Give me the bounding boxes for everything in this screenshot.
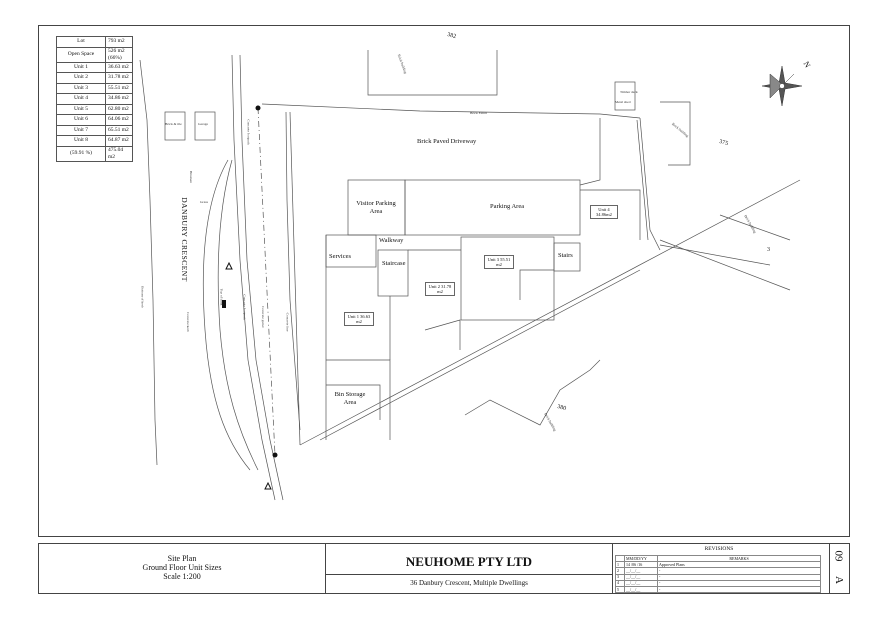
sheet-size: A	[832, 576, 845, 584]
walkway-label: Walkway	[379, 237, 404, 244]
area-label: Lot	[56, 36, 106, 48]
unit-4-tag: Unit 4 34.86m2	[590, 205, 618, 219]
stairs-label: Stairs	[558, 252, 573, 259]
staircase-label: Staircase	[382, 260, 406, 267]
drawing-title-cell: Site Plan Ground Floor Unit Sizes Scale …	[39, 544, 326, 593]
area-label: Unit 3	[56, 82, 106, 94]
diagonal-boundary-line	[299, 179, 801, 446]
revisions-title: REVISIONS	[704, 546, 734, 552]
unit-1-tag: Unit 1 36.63 m2	[344, 312, 374, 326]
company-name: NEUHOME PTY LTD	[405, 554, 533, 569]
annotation-label: Top of bank	[219, 288, 224, 306]
drawing-frame	[38, 25, 850, 537]
bin-storage-label: Bin Storage Area	[334, 391, 366, 406]
services-label: Services	[329, 253, 352, 260]
revision-no: 5	[615, 585, 625, 594]
drawing-title: Site Plan	[167, 554, 197, 563]
area-label: Unit 5	[56, 103, 106, 115]
revision-date: __/__/__	[624, 585, 658, 594]
annotation-label: Brick Fence	[470, 111, 488, 115]
area-value: 793 m2	[105, 36, 133, 48]
area-label: Unit 8	[56, 135, 106, 147]
neighbor-lot-outline	[464, 359, 601, 426]
area-label: Open Space	[56, 46, 106, 63]
diagonal-boundary-line	[319, 269, 641, 441]
sheet-number-cell: 09 A	[829, 544, 849, 593]
area-value: 55.51 m2	[105, 82, 133, 94]
neighbor-lot-outline	[367, 50, 498, 96]
top-boundary-line	[261, 103, 641, 119]
road-edge-line	[139, 59, 158, 466]
annotation-label: Brick & tile	[165, 122, 182, 126]
annotation-label: Bitumen	[189, 170, 194, 184]
unit-2-tag: Unit 2 31.78 m2	[425, 282, 455, 296]
annotation-label: Concrete footpath	[242, 294, 247, 320]
area-label: Unit 1	[56, 61, 106, 73]
area-table-row: (59.91 %)475.04 m2	[56, 145, 133, 162]
bank-outline	[202, 159, 251, 471]
right-boundary-line	[639, 117, 661, 251]
area-value: 64.06 m2	[105, 114, 133, 126]
area-value: 475.04 m2	[105, 145, 133, 162]
neighbor-lot-outline	[719, 214, 791, 241]
annotation-label: Concrete footpath	[246, 119, 251, 145]
site-plan-drawing	[139, 50, 803, 501]
area-value: 64.87 m2	[105, 135, 133, 147]
title-block: Site Plan Ground Floor Unit Sizes Scale …	[38, 543, 850, 594]
bank-outline	[217, 159, 259, 471]
unit-3-tag: Unit 3 55.51 m2	[484, 255, 514, 269]
area-label: Unit 7	[56, 124, 106, 136]
north-arrow	[761, 65, 803, 107]
area-label: (59.91 %)	[56, 145, 106, 162]
revision-row: 5__/__/__-	[615, 585, 821, 594]
parking-area-label: Parking Area	[490, 203, 525, 210]
annotation-label: Bottom of kerb	[140, 286, 145, 308]
neighbor-lot-outline	[660, 101, 691, 166]
project-address: 36 Danbury Crescent, Multiple Dwellings	[410, 579, 528, 587]
area-value: 34.86 m2	[105, 93, 133, 105]
boundary-line	[285, 111, 301, 431]
annotation-label: Concrete line	[285, 312, 290, 332]
left-boundary-line	[289, 111, 301, 446]
area-label: Unit 6	[56, 114, 106, 126]
lot-number-label: 3	[767, 247, 770, 253]
area-value: 526 m2 (66%)	[105, 46, 133, 63]
area-value: 62.80 m2	[105, 103, 133, 115]
visitor-parking-label: Visitor Parking Area	[356, 200, 396, 215]
annotation-label: Grass	[200, 200, 208, 204]
area-label: Unit 4	[56, 93, 106, 105]
annotation-label: Concrete gutter	[260, 306, 265, 328]
annotation-label: Garage	[198, 122, 209, 126]
drawing-subtitle: Ground Floor Unit Sizes	[142, 563, 222, 572]
area-value: 36.63 m2	[105, 61, 133, 73]
area-label: Unit 2	[56, 72, 106, 84]
kerb-line	[231, 54, 276, 501]
setout-line	[257, 107, 276, 456]
kerb-line	[239, 54, 284, 501]
area-value: 31.78 m2	[105, 72, 133, 84]
drawing-scale: Scale 1:200	[163, 572, 201, 581]
annotation-label: Timber deck	[620, 90, 638, 94]
revision-remarks: -	[657, 585, 821, 594]
area-value: 65.51 m2	[105, 124, 133, 136]
company-cell: NEUHOME PTY LTD 36 Danbury Crescent, Mul…	[326, 544, 613, 593]
driveway-label: Brick Paved Driveway	[417, 138, 477, 145]
annotation-label: Metal shed	[615, 100, 631, 104]
annotation-label: Concrete kerb	[185, 312, 190, 332]
street-name-label: DANBURY CRESCENT	[179, 197, 189, 282]
sheet-number: 09	[832, 550, 845, 562]
